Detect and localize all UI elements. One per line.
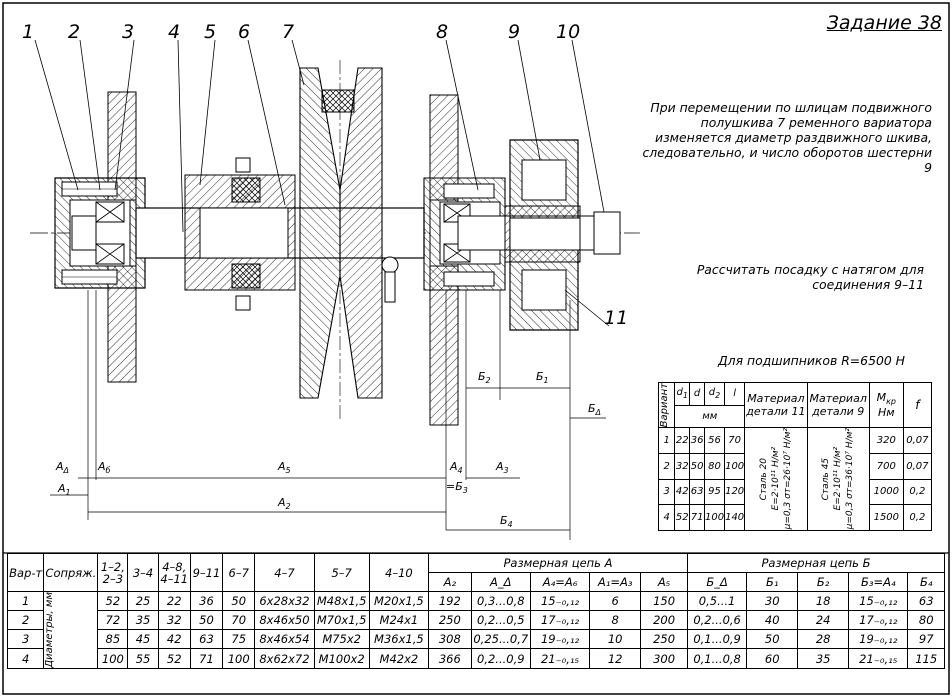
svg-text:АΔ: АΔ <box>55 460 69 475</box>
middle-bearing-bottom <box>231 263 261 289</box>
svg-text:А5: А5 <box>277 460 291 475</box>
main-header-row-1: Вар-т Сопряж. 1–2, 2–3 3–4 4–8, 4–11 9–1… <box>6 553 946 592</box>
dim-a6: А <box>97 460 106 473</box>
part-label-8: 8 <box>436 21 448 43</box>
dim-b2: Б <box>478 370 486 383</box>
variant-parameters-table: Вариант d1 d d2 l Материал детали 11 Мат… <box>657 381 933 531</box>
middle-bearing-top <box>231 177 261 203</box>
mini-row-1: 1 22 36 56 70 Сталь 20 E=2·10¹¹ Н/м² μ=0… <box>657 427 933 531</box>
part-label-4: 4 <box>168 21 180 43</box>
svg-text:Б4: Б4 <box>500 514 513 529</box>
note-calculation: Рассчитать посадку с натягом для соедине… <box>696 262 924 292</box>
svg-text:=Б3: =Б3 <box>446 480 468 495</box>
svg-text:А3: А3 <box>495 460 509 475</box>
dim-a4: А <box>449 460 458 473</box>
main-row-1: 1 Диаметры, мм 52 25 22 36 50 6x28x32 M4… <box>6 590 945 669</box>
part-label-9: 9 <box>508 21 520 43</box>
part-label-3: 3 <box>122 21 134 43</box>
task-title: Задание 38 <box>826 12 942 34</box>
dim-a3: А <box>495 460 504 473</box>
part-label-7: 7 <box>282 21 294 43</box>
fixed-pulley-half <box>299 67 341 399</box>
mini-header-mat9: Материал детали 9 <box>806 381 870 429</box>
svg-text:А1: А1 <box>57 482 71 497</box>
svg-text:БΔ: БΔ <box>588 402 601 417</box>
dim-a-delta: А <box>55 460 64 473</box>
svg-text:А2: А2 <box>277 496 291 511</box>
dim-b1: Б <box>536 370 544 383</box>
right-bolt-bottom <box>443 271 495 287</box>
mini-header-variant: Вариант <box>659 383 670 428</box>
v-belt <box>321 89 355 113</box>
grease-nipple <box>381 256 399 274</box>
dim-b-delta: Б <box>588 402 596 415</box>
dim-b3: =Б <box>446 480 463 493</box>
note-movement: При перемещении по шлицам подвижного пол… <box>642 100 932 175</box>
part-label-5: 5 <box>204 21 216 43</box>
left-end-nut <box>71 215 97 251</box>
chain-b-header: Размерная цепь Б <box>686 553 946 573</box>
mini-header-mat11: Материал детали 11 <box>744 381 808 429</box>
right-bolt-top <box>443 183 495 199</box>
mini-row-4: 4 52 71 100 140 1500 0,2 <box>657 504 933 531</box>
mini-row-3: 3 42 63 95 120 1000 0,2 <box>657 478 933 506</box>
movable-pulley-half-7 <box>339 67 383 399</box>
part-label-1: 1 <box>22 21 34 43</box>
note-bearing-load: Для подшипников R=6500 Н <box>718 353 905 368</box>
dim-b4: Б <box>500 514 508 527</box>
part-label-2: 2 <box>68 21 80 43</box>
nut-10 <box>593 211 621 255</box>
svg-text:А4: А4 <box>449 460 463 475</box>
dim-a1: А <box>57 482 66 495</box>
part-label-11: 11 <box>604 307 628 329</box>
main-row-4: 4 100 55 52 71 100 8x62x72 M100x2 M42x2 … <box>6 648 945 669</box>
main-row-3: 3 85 45 42 63 75 8x46x54 M75x2 M36x1,5 3… <box>6 629 945 650</box>
main-header-row-2: А₂ А_Δ А₄=А₆ А₁=А₃ А₅ Б_Δ Б₁ Б₂ Б₃=А₄ Б₄ <box>8 572 945 592</box>
main-row-2: 2 72 35 32 50 70 8x46x50 M70x1,5 M24x1 2… <box>6 610 945 631</box>
diameters-label: Диаметры, мм <box>44 592 56 668</box>
svg-text:Б1: Б1 <box>536 370 549 385</box>
svg-text:Б2: Б2 <box>478 370 491 385</box>
dim-a2: А <box>277 496 286 509</box>
chain-a-header: Размерная цепь А <box>428 553 688 573</box>
part-label-10: 10 <box>556 21 580 43</box>
part-label-6: 6 <box>238 21 250 43</box>
svg-text:Аб: Аб <box>97 460 111 475</box>
dimension-chains-table: Вар-т Сопряж. 1–2, 2–3 3–4 4–8, 4–11 9–1… <box>6 553 946 669</box>
dim-a5: А <box>277 460 286 473</box>
